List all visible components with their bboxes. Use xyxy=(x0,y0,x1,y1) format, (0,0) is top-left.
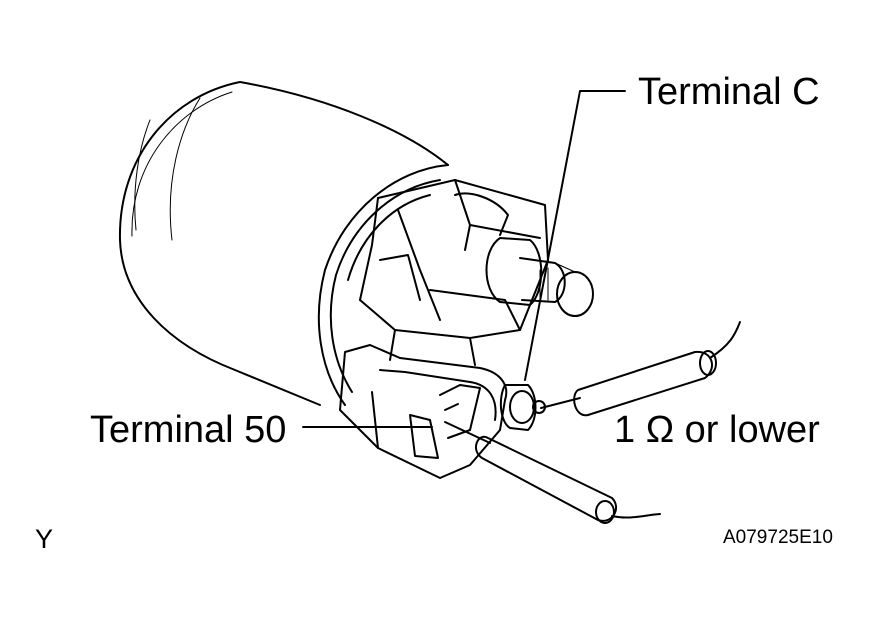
leader-lines xyxy=(302,90,626,428)
figure-code: A079725E10 xyxy=(723,527,833,548)
terminal-50-label: Terminal 50 xyxy=(90,409,287,451)
terminal-c-nut xyxy=(499,384,546,431)
resistance-spec-label: 1 Ω or lower xyxy=(614,409,820,451)
solenoid-body xyxy=(118,81,449,406)
probe-terminal-c xyxy=(540,321,741,417)
solenoid-end-cap xyxy=(359,179,549,366)
terminal-c-label: Terminal C xyxy=(638,71,820,113)
leader-terminal-c xyxy=(524,90,626,381)
terminal-50-connector xyxy=(339,344,508,479)
terminal-stud xyxy=(485,237,594,317)
corner-letter: Y xyxy=(35,524,54,554)
probe-terminal-50 xyxy=(444,421,661,524)
